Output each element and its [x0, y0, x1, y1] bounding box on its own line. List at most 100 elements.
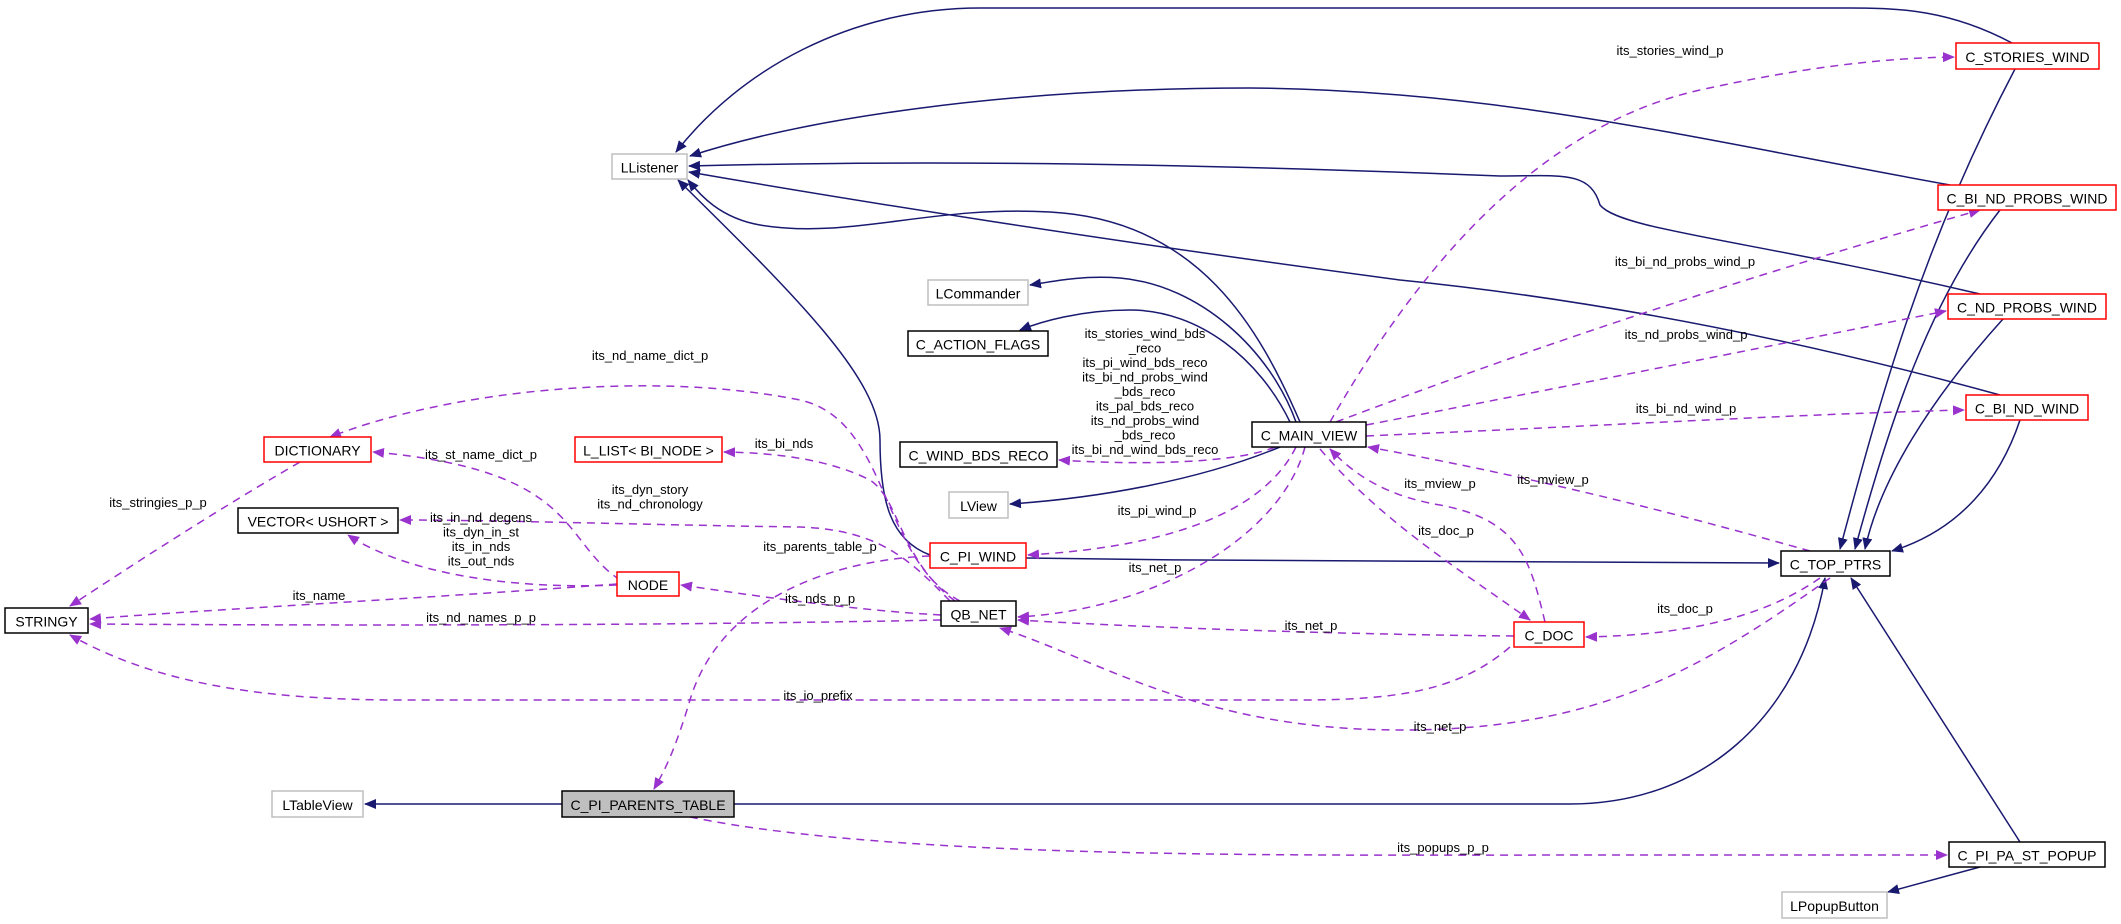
node-box[interactable] — [1948, 841, 2106, 868]
edge-C_MAIN_VIEW-to-C_STORIES_WIND — [1329, 52, 1955, 423]
node-label: C_TOP_PTRS — [1790, 557, 1882, 573]
node-box[interactable] — [1781, 891, 1888, 919]
class-node-lview[interactable]: LView — [948, 491, 1009, 519]
node-box[interactable] — [237, 507, 399, 534]
node-label: C_PI_PARENTS_TABLE — [570, 797, 725, 813]
edge-C_PI_PARENTS_TABLE-to-C_TOP_PTRS — [734, 577, 1829, 805]
edge-C_MAIN_VIEW-to-C_ACTION_FLAGS — [1019, 309, 1291, 423]
class-node-stringy[interactable]: STRINGY — [4, 607, 89, 634]
node-label: LCommander — [936, 286, 1021, 302]
node-box[interactable] — [1513, 621, 1585, 648]
edge-QB_NET-to-L_LIST — [723, 447, 956, 602]
node-label: C_PI_PA_ST_POPUP — [1957, 848, 2096, 864]
edge-C_DOC-to-STRINGY — [69, 634, 1511, 701]
edge-C_TOP_PTRS-to-QB_NET — [999, 577, 1831, 731]
node-box[interactable] — [561, 790, 735, 818]
node-label: C_WIND_BDS_RECO — [908, 448, 1048, 464]
class-node-dictionary[interactable]: DICTIONARY — [263, 436, 372, 463]
node-label: LPopupButton — [1790, 898, 1879, 914]
node-box[interactable] — [907, 330, 1049, 357]
node-label: C_ND_PROBS_WIND — [1957, 300, 2097, 316]
edge-label-bi-nd-probs-wind-p: its_bi_nd_probs_wind_p — [1615, 254, 1755, 269]
edge-label-pi-wind-p: its_pi_wind_p — [1118, 503, 1197, 518]
edge-label-nd-name-dict-p: its_nd_name_dict_p — [592, 348, 708, 363]
class-node-node[interactable]: NODE — [616, 571, 680, 597]
class-node-c-bi-nd-wind[interactable]: C_BI_ND_WIND — [1965, 394, 2089, 421]
node-box[interactable] — [4, 607, 89, 634]
class-node-c-stories-wind[interactable]: C_STORIES_WIND — [1955, 42, 2100, 70]
edge-C_MAIN_VIEW-to-C_BI_ND_WIND — [1365, 405, 1965, 437]
class-node-c-top-ptrs[interactable]: C_TOP_PTRS — [1780, 550, 1891, 577]
edge-NODE-to-STRINGY — [89, 583, 618, 624]
edge-label-net-p-3: its_net_p — [1414, 719, 1467, 734]
node-box[interactable] — [1251, 421, 1367, 448]
node-label: C_DOC — [1524, 628, 1573, 644]
edge-QB_NET-to-NODE — [680, 581, 942, 616]
class-node-lpopupbutton[interactable]: LPopupButton — [1781, 891, 1888, 919]
node-label: STRINGY — [15, 614, 78, 630]
edge-label-bi-nd-wind-p: its_bi_nd_wind_p — [1636, 401, 1736, 416]
node-box[interactable] — [616, 571, 680, 597]
node-box[interactable] — [948, 491, 1009, 519]
edge-labels-layer: its_stories_wind_p its_bi_nd_probs_wind_p… — [109, 43, 1755, 855]
class-node-c-doc[interactable]: C_DOC — [1513, 621, 1585, 648]
edge-C_MAIN_VIEW-to-C_PI_WIND — [1027, 446, 1297, 560]
edge-label-stringies-p-p: its_stringies_p_p — [109, 495, 207, 510]
node-label: QB_NET — [950, 607, 1006, 623]
class-node-ltableview[interactable]: LTableView — [271, 790, 364, 818]
node-box[interactable] — [1937, 184, 2117, 211]
node-box[interactable] — [1965, 394, 2089, 421]
class-node-lcommander[interactable]: LCommander — [927, 279, 1029, 306]
class-node-llistener[interactable]: LListener — [611, 153, 688, 180]
edge-label-nd-names-p-p: its_nd_names_p_p — [426, 610, 536, 625]
edge-QB_NET-to-VECTOR — [399, 515, 951, 602]
edge-C_STORIES_WIND-to-LListener — [675, 7, 2013, 153]
class-node-c-pi-wind[interactable]: C_PI_WIND — [929, 542, 1027, 569]
class-node-l-list[interactable]: L_LIST< BI_NODE > — [574, 436, 723, 463]
node-box[interactable] — [611, 153, 688, 180]
node-label: L_LIST< BI_NODE > — [583, 443, 714, 459]
node-box[interactable] — [1780, 550, 1891, 577]
node-box[interactable] — [574, 436, 723, 463]
class-node-c-main-view[interactable]: C_MAIN_VIEW — [1251, 421, 1367, 448]
edge-QB_NET-to-STRINGY — [89, 619, 942, 630]
class-node-c-pi-parents-table[interactable]: C_PI_PARENTS_TABLE — [561, 790, 735, 818]
node-label: DICTIONARY — [274, 443, 361, 459]
node-box[interactable] — [927, 279, 1029, 306]
edge-label-mview-p-1: its_mview_p — [1404, 476, 1476, 491]
node-box[interactable] — [1947, 293, 2107, 320]
class-node-qb-net[interactable]: QB_NET — [940, 600, 1017, 627]
node-box[interactable] — [940, 600, 1017, 627]
node-label: LTableView — [282, 797, 353, 813]
class-node-c-nd-probs-wind[interactable]: C_ND_PROBS_WIND — [1947, 293, 2107, 320]
class-node-c-bi-nd-probs-wind[interactable]: C_BI_ND_PROBS_WIND — [1937, 184, 2117, 211]
edge-C_BI_ND_WIND-to-C_TOP_PTRS — [1891, 419, 2021, 553]
edge-label-st-name-dict-p: its_st_name_dict_p — [425, 447, 537, 462]
edge-label-mview-p-2: its_mview_p — [1517, 472, 1589, 487]
node-label: C_BI_ND_PROBS_WIND — [1946, 191, 2107, 207]
node-label: NODE — [628, 577, 668, 593]
node-label: C_STORIES_WIND — [1965, 49, 2089, 65]
edge-C_MAIN_VIEW-to-C_WIND_BDS_RECO — [1058, 446, 1276, 466]
edge-label-net-p-2: its_net_p — [1285, 618, 1338, 633]
class-node-c-pi-pa-st-popup[interactable]: C_PI_PA_ST_POPUP — [1948, 841, 2106, 868]
edge-C_BI_ND_PROBS_WIND-to-LListener — [689, 87, 1951, 186]
edge-label-stories-wind-p: its_stories_wind_p — [1617, 43, 1724, 58]
class-node-c-wind-bds-reco[interactable]: C_WIND_BDS_RECO — [899, 441, 1058, 468]
node-box[interactable] — [899, 441, 1058, 468]
class-node-c-action-flags[interactable]: C_ACTION_FLAGS — [907, 330, 1049, 357]
edge-C_BI_ND_WIND-to-LListener — [688, 168, 2001, 396]
node-box[interactable] — [1955, 42, 2100, 70]
edge-label-name: its_name — [293, 588, 346, 603]
node-label: C_PI_WIND — [940, 549, 1016, 565]
class-node-vector[interactable]: VECTOR< USHORT > — [237, 507, 399, 534]
node-box[interactable] — [929, 542, 1027, 569]
edge-NODE-to-DICTIONARY — [372, 447, 621, 581]
nodes-layer: LListener C_STORIES_WIND C_BI_ND_PROBS_WIN… — [4, 42, 2117, 919]
edge-C_MAIN_VIEW-to-C_ND_PROBS_WIND — [1365, 308, 1947, 426]
node-box[interactable] — [271, 790, 364, 818]
node-box[interactable] — [263, 436, 372, 463]
